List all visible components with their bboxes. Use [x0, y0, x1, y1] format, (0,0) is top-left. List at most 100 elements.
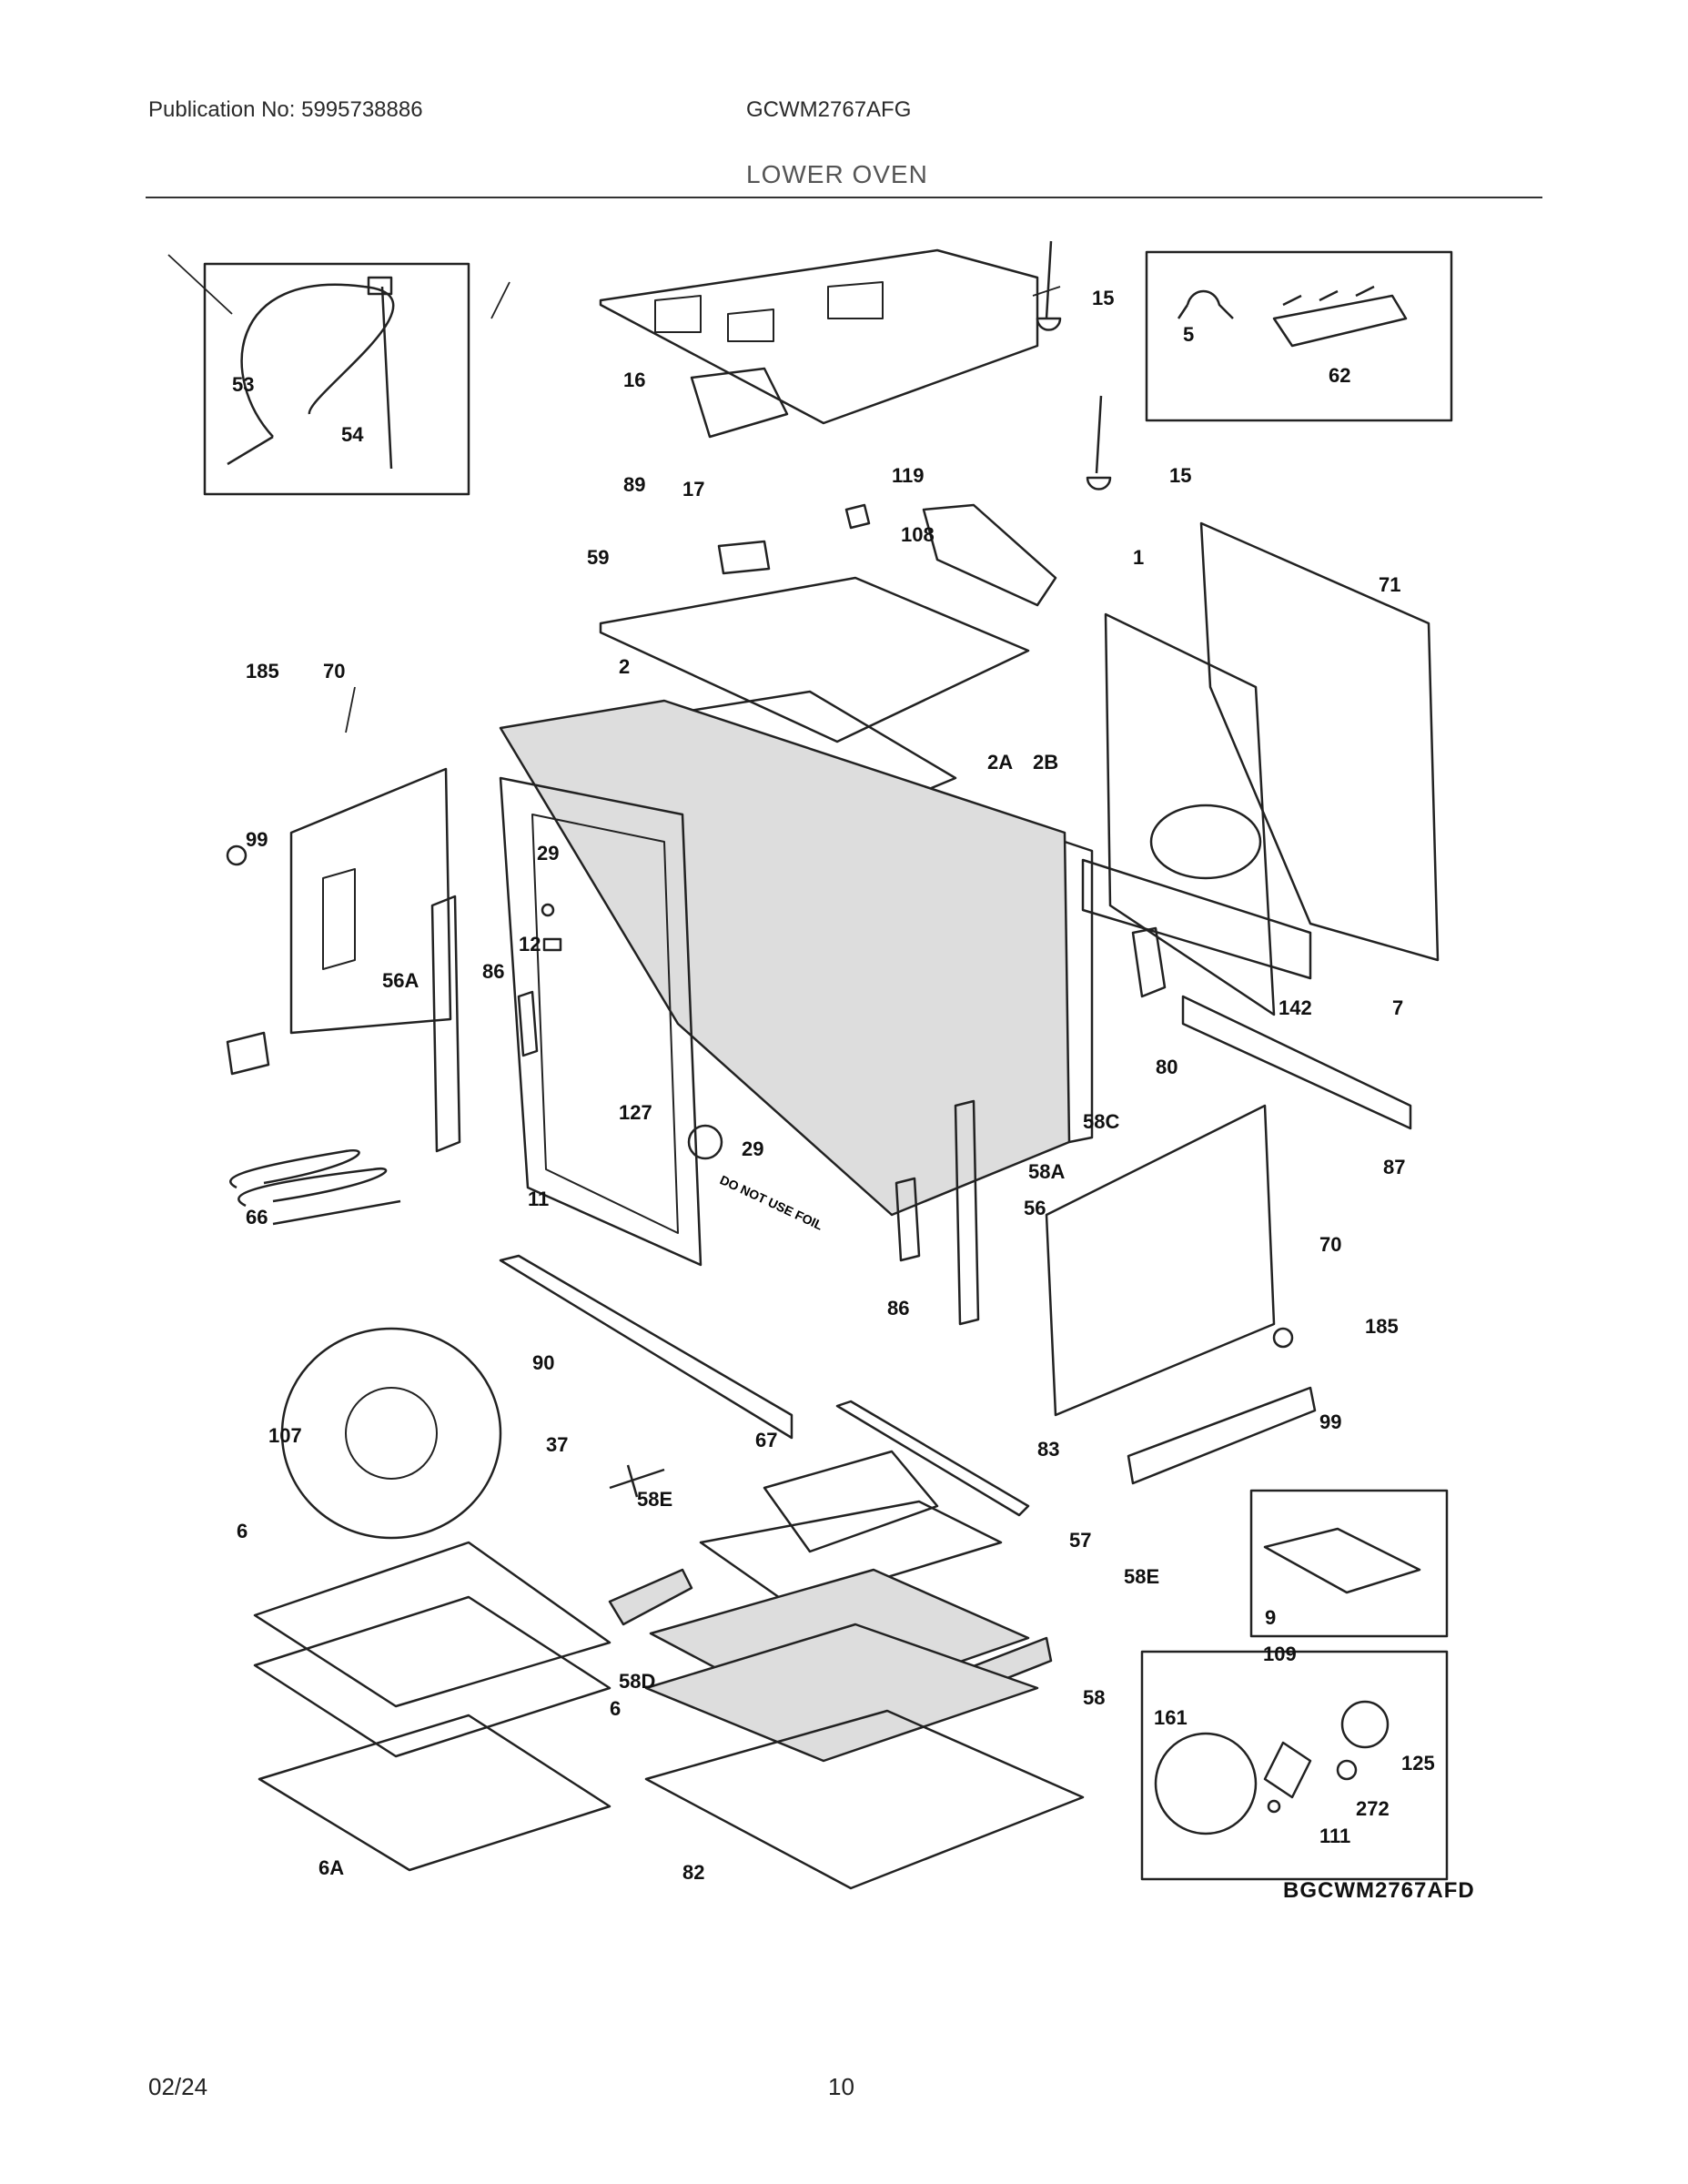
- fan-cover-107: [280, 1327, 502, 1540]
- part-label-16: 16: [623, 369, 645, 391]
- side-panel-left: [289, 767, 452, 1035]
- part-label-9: 9: [1265, 1606, 1276, 1629]
- terminal-block-62: [1272, 285, 1408, 348]
- part-label-15: 15: [1169, 464, 1191, 487]
- part-label-108: 108: [901, 523, 935, 546]
- part-label-185: 185: [246, 660, 279, 682]
- part-label-70: 70: [323, 660, 345, 682]
- rail-56A: [430, 895, 461, 1153]
- part-label-58e: 58E: [637, 1488, 672, 1511]
- part-label-56: 56: [1024, 1197, 1046, 1219]
- front-frame: [499, 776, 702, 1267]
- part-label-70: 70: [1319, 1233, 1341, 1256]
- vent-frame: [690, 367, 789, 439]
- part-label-5: 5: [1183, 323, 1194, 346]
- part-label-29: 29: [537, 842, 559, 864]
- insulation-58E-left: [608, 1568, 693, 1626]
- part-label-2b: 2B: [1033, 751, 1058, 774]
- part-label-99: 99: [1319, 1410, 1341, 1433]
- back-panel-1: [1104, 612, 1276, 1016]
- insulation-58: [644, 1623, 1039, 1763]
- part-label-83: 83: [1037, 1438, 1059, 1461]
- part-label-6a: 6A: [318, 1856, 344, 1879]
- part-label-58: 58: [1083, 1686, 1105, 1709]
- part-label-66: 66: [246, 1206, 268, 1228]
- top-panel: [599, 248, 1039, 425]
- inset-clips-box: [1145, 250, 1453, 422]
- part-label-12: 12: [519, 933, 541, 956]
- part-label-111: 111: [1319, 1825, 1350, 1847]
- part-label-57: 57: [1069, 1529, 1091, 1552]
- header-rule: [146, 197, 1542, 198]
- revision-date: 02/24: [148, 2073, 208, 2100]
- bracket-80: [1131, 926, 1167, 998]
- top-cover-59: [599, 576, 1030, 743]
- part-label-29: 29: [742, 1138, 763, 1160]
- limit-switch-top: [1036, 240, 1062, 331]
- bottom-pan-57: [699, 1500, 1003, 1608]
- rail-90: [499, 1254, 793, 1440]
- broil-element: [229, 1149, 401, 1226]
- part-label-56a: 56A: [382, 969, 419, 992]
- part-label-80: 80: [1156, 1056, 1178, 1078]
- spacer-185-right: [1272, 1327, 1294, 1349]
- part-label-109: 109: [1263, 1643, 1297, 1665]
- part-label-62: 62: [1329, 364, 1350, 387]
- bake-element-67: [763, 1450, 939, 1553]
- motor-89: [717, 540, 771, 575]
- sensor-probe: [227, 283, 395, 470]
- oven-cavity: [499, 699, 1071, 1217]
- part-label-1: 1: [1133, 546, 1144, 569]
- spacer-185-left: [226, 844, 248, 866]
- harness-108: [922, 503, 1057, 607]
- part-label-37: 37: [546, 1433, 568, 1456]
- component-119: [844, 503, 871, 530]
- part-label-58a: 58A: [1028, 1160, 1065, 1183]
- fan-blade-109: [1263, 1741, 1312, 1799]
- part-label-67: 67: [755, 1429, 777, 1451]
- part-label-6: 6: [610, 1697, 621, 1720]
- model-number: GCWM2767AFG: [746, 97, 912, 122]
- part-label-86: 86: [887, 1297, 909, 1320]
- part-label-11: 11: [528, 1188, 549, 1210]
- part-label-6: 6: [237, 1520, 248, 1542]
- fan-ring-161: [1154, 1732, 1258, 1835]
- clip-5: [1177, 289, 1234, 319]
- back-panel-71: [1199, 521, 1440, 962]
- rail-56: [954, 1099, 980, 1326]
- part-label-86: 86: [482, 960, 504, 983]
- rear-rail-142: [1081, 858, 1312, 980]
- part-label-58c: 58C: [1083, 1110, 1119, 1133]
- convection-fan-cover: [1149, 804, 1262, 880]
- sensor-bracket: [367, 276, 393, 296]
- bracket-86-right: [895, 1177, 921, 1262]
- part-label-185: 185: [1365, 1315, 1399, 1338]
- part-label-89: 89: [623, 473, 645, 496]
- screw-29: [541, 903, 555, 917]
- element-37: [609, 1464, 665, 1498]
- part-label-53: 53: [232, 373, 254, 396]
- wrap-58: [1064, 840, 1094, 1144]
- rail-87: [1181, 995, 1412, 1130]
- bracket-86-left: [517, 990, 539, 1057]
- inset-pan-box: [1249, 1489, 1449, 1638]
- page-number: 10: [828, 2073, 854, 2100]
- limit-switch-mid: [1086, 395, 1112, 490]
- convection-element: [687, 1124, 723, 1160]
- part-label-119: 119: [892, 464, 925, 487]
- part-label-107: 107: [268, 1424, 302, 1447]
- part-label-142: 142: [1279, 996, 1312, 1019]
- part-label-54: 54: [341, 423, 364, 446]
- part-label-15: 15: [1092, 287, 1114, 309]
- part-label-59: 59: [587, 546, 609, 569]
- part-label-87: 87: [1383, 1156, 1405, 1178]
- part-label-71: 71: [1379, 573, 1400, 596]
- foil-warning-stamp: DO NOT USE FOIL: [718, 1172, 826, 1233]
- part-label-161: 161: [1154, 1706, 1188, 1729]
- rack-6A: [258, 1714, 612, 1872]
- section-title: LOWER OVEN: [746, 160, 928, 188]
- spacer-272: [1336, 1759, 1358, 1781]
- part-label-99: 99: [246, 828, 268, 851]
- part-label-17: 17: [682, 478, 704, 500]
